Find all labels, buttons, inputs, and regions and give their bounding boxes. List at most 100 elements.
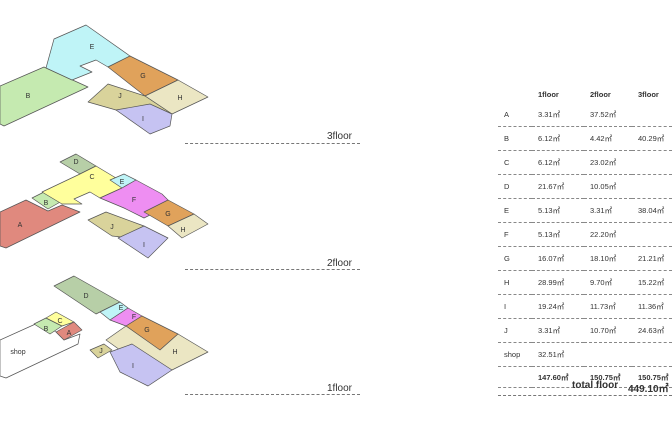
room-2f-A-label: A [18,222,23,229]
room-1f-J [89,343,113,359]
cell-3floor: 40.29㎡ [632,126,672,151]
cell-2floor: 18.10㎡ [584,246,632,271]
cell-3floor: 11.36㎡ [632,294,672,319]
cell-1floor: 5.13㎡ [532,198,584,223]
row-room: I [498,294,532,319]
room-1f-H-label: H [172,349,177,356]
cell-3floor: 38.04㎡ [632,198,672,223]
room-1f-F-label: F [132,314,136,321]
row-room: A [498,103,532,127]
cell-1floor: 19.24㎡ [532,294,584,319]
floor-label-2: 2floor [326,258,352,269]
room-2f-H [167,213,209,239]
cell-1floor: 6.12㎡ [532,126,584,151]
total-3floor: 150.75㎡ [632,366,672,388]
room-2f-F-label: F [132,197,136,204]
table-header-3floor: 3floor [638,89,659,99]
floor-line-3 [185,143,360,144]
room-1f-C-label: C [57,318,62,325]
room-3f-I-label: I [142,116,144,123]
cell-3floor [632,222,672,247]
floor-label-3: 3floor [326,131,352,142]
cell-1floor: 5.13㎡ [532,222,584,247]
room-1f-J-label: J [99,348,103,355]
row-room: G [498,246,532,271]
room-1f-D-label: D [83,293,88,300]
cell-2floor: 23.02㎡ [584,150,632,175]
cell-3floor: 15.22㎡ [632,270,672,295]
room-1f-B-label: B [44,326,49,333]
room-2f-A [0,199,81,249]
cell-2floor: 3.31㎡ [584,198,632,223]
cell-1floor: 3.31㎡ [532,103,584,127]
room-3f-J-label: J [118,93,122,100]
room-2f-D-label: D [73,159,78,166]
cell-1floor: 6.12㎡ [532,150,584,175]
table-header-room [498,85,532,103]
cell-3floor: 24.63㎡ [632,318,672,343]
cell-3floor [632,342,672,367]
row-room: shop [498,342,532,367]
row-room: D [498,174,532,199]
table-header-1floor: 1floor [538,89,559,99]
floor-2-plan: D C E B A F G H J I [0,153,209,259]
room-1f-G-label: G [144,327,149,334]
table-header-2floor: 2floor [590,89,611,99]
cell-2floor: 37.52㎡ [584,103,632,127]
grand-total: total floor 449.10㎡ [498,375,672,396]
row-room: J [498,318,532,343]
row-room: H [498,270,532,295]
table-header-row: 1floor 2floor 3floor [498,85,672,103]
room-2f-H-label: H [180,227,185,234]
cell-2floor: 11.73㎡ [584,294,632,319]
room-1f-I-label: I [132,363,134,370]
cell-1floor: 28.99㎡ [532,270,584,295]
cell-3floor [632,150,672,175]
cell-2floor: 9.70㎡ [584,270,632,295]
room-3f-B [0,66,89,127]
cell-3floor: 21.21㎡ [632,246,672,271]
floor-label-1: 1floor [326,383,352,394]
grand-total-value: 449.10㎡ [628,384,669,395]
room-1f-A [55,321,83,341]
room-3f-E-label: E [90,44,95,51]
table-totals-row: 147.60㎡ 150.75㎡ 150.75㎡ [498,366,672,388]
cell-2floor: 4.42㎡ [584,126,632,151]
cell-3floor [632,174,672,199]
cell-2floor [584,342,632,367]
room-2f-I-label: I [143,242,145,249]
floor-3-plan: E B G H J I [0,24,209,135]
room-1f-I [109,343,173,387]
floor-line-2 [185,269,360,270]
cell-2floor: 10.05㎡ [584,174,632,199]
room-3f-H-label: H [177,95,182,102]
totals-spacer [498,366,532,388]
cell-2floor: 10.70㎡ [584,318,632,343]
total-1floor: 147.60㎡ [532,366,584,388]
floor-1-plan: D E F C B A G shop J H I [0,275,209,387]
row-room: B [498,126,532,151]
cell-3floor [632,103,672,127]
room-3f-G-label: G [140,73,145,80]
room-2f-E-label: E [120,179,125,186]
cell-1floor: 32.51㎡ [532,342,584,367]
room-2f-G-label: G [165,211,170,218]
room-2f-C-label: C [89,174,94,181]
row-room: F [498,222,532,247]
room-1f-E-label: E [119,305,124,312]
row-room: C [498,150,532,175]
room-2f-I [117,225,169,259]
cell-1floor: 16.07㎡ [532,246,584,271]
room-1f-A-label: A [67,330,72,337]
